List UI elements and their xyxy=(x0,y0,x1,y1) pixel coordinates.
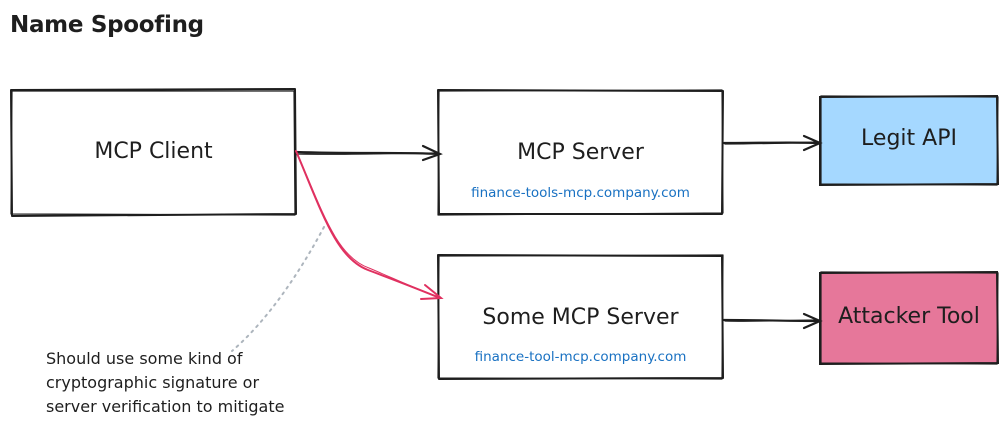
arrow-some-server-to-attacker-tool xyxy=(722,312,823,330)
arrow-client-to-server xyxy=(294,144,443,162)
note-line: cryptographic signature or xyxy=(46,373,260,392)
mitigation-note: Should use some kind of cryptographic si… xyxy=(46,347,346,419)
legit-api-box-shape xyxy=(819,94,1000,187)
diagram-title: Name Spoofing xyxy=(10,12,204,38)
legit-api-node: Legit API xyxy=(820,96,998,185)
some-mcp-server-node: Some MCP Server finance-tool-mcp.company… xyxy=(438,255,723,379)
note-line: Should use some kind of xyxy=(46,349,243,368)
spoof-arrow xyxy=(295,150,444,300)
legit-api-label: Legit API xyxy=(861,126,957,151)
attacker-tool-box-shape xyxy=(819,270,1000,366)
some-mcp-server-label: Some MCP Server xyxy=(482,305,679,330)
note-line: server verification to mitigate xyxy=(46,397,285,416)
attacker-tool-node: Attacker Tool xyxy=(820,272,998,364)
mcp-server-label: MCP Server xyxy=(517,140,644,165)
attacker-tool-label: Attacker Tool xyxy=(838,304,980,329)
mcp-server-node: MCP Server finance-tools-mcp.company.com xyxy=(438,90,723,215)
mcp-client-node: MCP Client xyxy=(11,89,296,216)
some-mcp-server-host: finance-tool-mcp.company.com xyxy=(474,349,687,365)
mcp-server-host: finance-tools-mcp.company.com xyxy=(471,185,690,201)
arrow-server-to-legit-api xyxy=(722,134,823,152)
note-connector-dotted xyxy=(231,226,325,352)
mcp-client-label: MCP Client xyxy=(94,139,213,164)
